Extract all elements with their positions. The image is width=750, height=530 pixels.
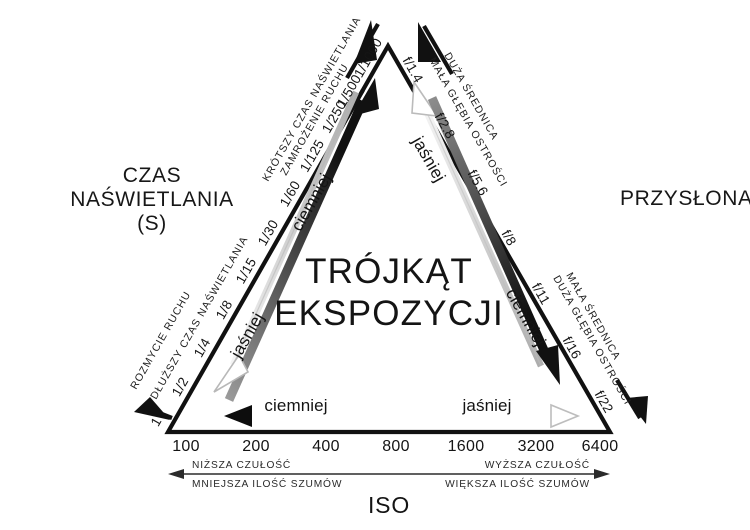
iso-sensitivity-axis [168, 469, 610, 479]
shutter-scale-values: 1 1/2 1/4 1/8 1/15 1/30 1/60 1/125 1/250… [148, 36, 385, 429]
aperture-value-6: f/22 [592, 388, 617, 416]
iso-darker-label: ciemniej [264, 396, 327, 415]
iso-value-4: 1600 [448, 438, 485, 455]
shutter-corner-label-line3: (S) [137, 212, 167, 235]
shutter-darker-arrow [224, 78, 379, 402]
iso-caption-less-noise: MNIEJSZA ILOŚĆ SZUMÓW [192, 477, 342, 490]
iso-value-5: 3200 [518, 438, 555, 455]
iso-value-1: 200 [242, 438, 270, 455]
iso-value-2: 400 [312, 438, 340, 455]
iso-caption-higher-sensitivity: WYŻSZA CZUŁOŚĆ [485, 458, 590, 471]
diagram-title-line2: EKSPOZYCJI [274, 294, 504, 333]
diagram-title-line1: TRÓJKĄT [305, 252, 473, 291]
iso-exposure-arrow [224, 403, 581, 429]
shutter-corner-label-line1: CZAS [123, 164, 181, 187]
shutter-corner-label-line2: NAŚWIETLANIA [70, 187, 234, 211]
aperture-value-4: f/11 [529, 280, 553, 307]
aperture-edge-arrow-up [418, 22, 454, 76]
aperture-corner-label: PRZYSŁONA [620, 187, 750, 210]
aperture-value-5: f/16 [560, 334, 585, 362]
iso-brighter-label: jaśniej [462, 396, 512, 415]
aperture-darker-arrow [427, 96, 560, 385]
iso-value-3: 800 [382, 438, 410, 455]
iso-value-6: 6400 [582, 438, 619, 455]
iso-axis-title: ISO [368, 492, 410, 518]
iso-scale-values: 100 200 400 800 1600 3200 6400 [172, 438, 618, 455]
aperture-brighter-arrow [411, 79, 544, 368]
iso-value-0: 100 [172, 438, 200, 455]
shutter-edge-arrow-down [134, 397, 173, 420]
shutter-brighter-arrow [213, 90, 359, 393]
aperture-edge-arrow-down [615, 378, 648, 424]
iso-caption-more-noise: WIĘKSZA ILOŚĆ SZUMÓW [445, 477, 590, 490]
aperture-value-3: f/8 [499, 227, 520, 248]
iso-caption-lower-sensitivity: NIŻSZA CZUŁOŚĆ [192, 458, 291, 471]
